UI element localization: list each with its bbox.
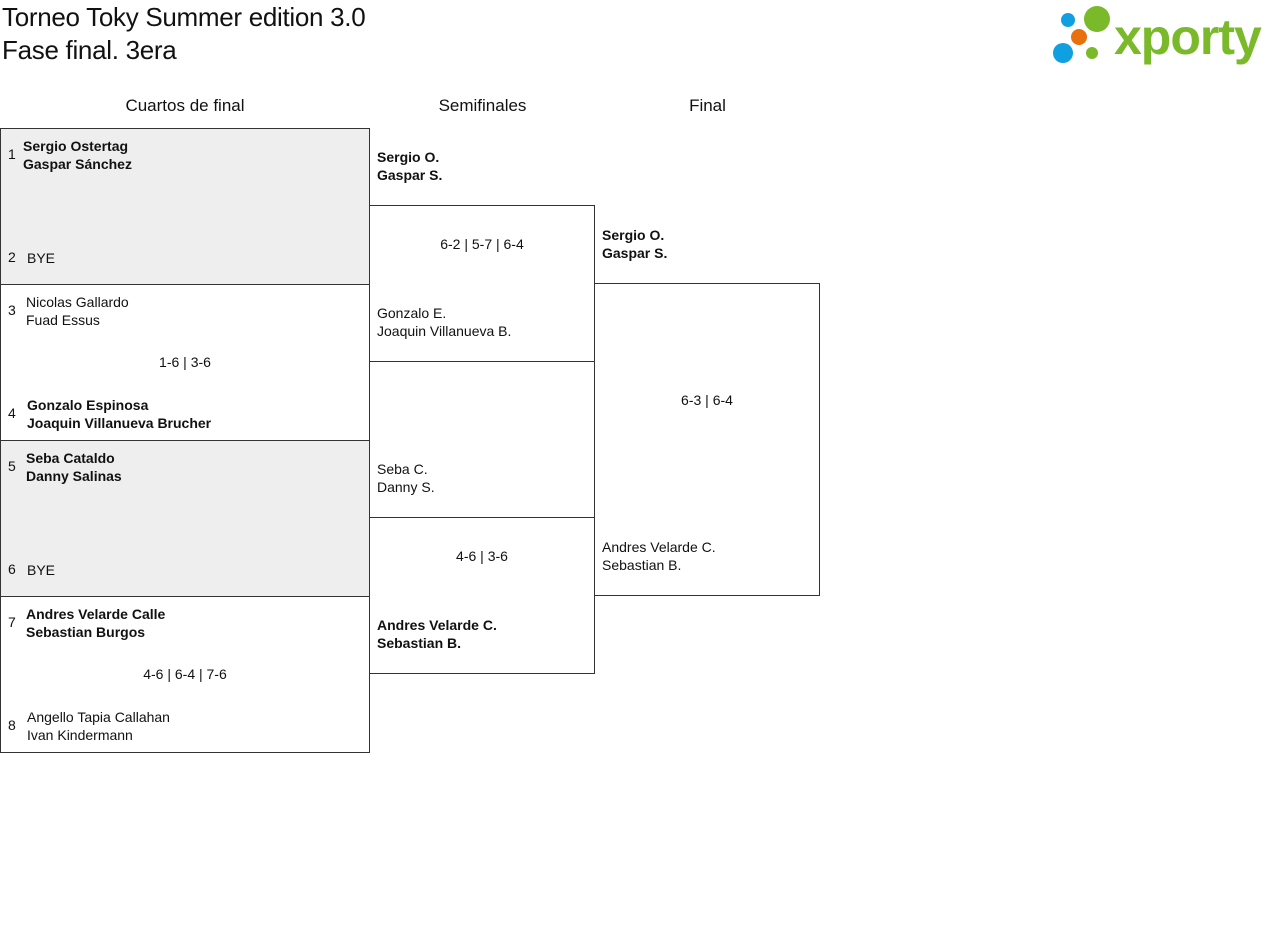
- semi-1-score: 6-2 | 5-7 | 6-4: [440, 236, 524, 252]
- semi-1-match: 6-2 | 5-7 | 6-4 Gonzalo E.Joaquin Villan…: [369, 205, 595, 362]
- round-header-quarters: Cuartos de final: [125, 96, 245, 115]
- match-score: 4-6 | 6-4 | 7-6: [143, 666, 227, 682]
- semi-1-team-a: Sergio O.Gaspar S.: [377, 149, 443, 183]
- round-header-semis: Semifinales: [438, 96, 527, 115]
- phase-subtitle: Fase final. 3era: [2, 35, 177, 65]
- semi-2-team-a: Seba C.Danny S.: [377, 461, 435, 495]
- semi-2-team-b: Andres Velarde C.Sebastian B.: [377, 617, 497, 651]
- seed-number: 3: [8, 302, 16, 318]
- round-header-final: Final: [689, 96, 726, 115]
- seed-number: 2: [8, 249, 16, 265]
- xporty-logo: xporty: [1050, 4, 1275, 66]
- tournament-title: Torneo Toky Summer edition 3.0: [2, 2, 366, 32]
- semi-2-match: 4-6 | 3-6 Andres Velarde C.Sebastian B.: [369, 517, 595, 674]
- seed-number: 1: [8, 146, 16, 162]
- seed-number: 4: [8, 405, 16, 421]
- semi-1-team-b: Gonzalo E.Joaquin Villanueva B.: [377, 305, 512, 339]
- final-match: 6-3 | 6-4 Andres Velarde C.Sebastian B.: [594, 283, 820, 596]
- team-b: BYE: [27, 250, 56, 266]
- seed-number: 6: [8, 561, 16, 577]
- team-b: BYE: [27, 562, 56, 578]
- seed-number: 7: [8, 614, 16, 630]
- seed-number: 5: [8, 458, 16, 474]
- final-score: 6-3 | 6-4: [681, 392, 733, 408]
- final-team-b: Andres Velarde C.Sebastian B.: [602, 539, 716, 573]
- svg-text:xporty: xporty: [1114, 9, 1262, 65]
- seed-number: 8: [8, 717, 16, 733]
- match-score: 1-6 | 3-6: [159, 354, 211, 370]
- semi-2-score: 4-6 | 3-6: [456, 548, 508, 564]
- final-team-a: Sergio O.Gaspar S.: [602, 227, 668, 261]
